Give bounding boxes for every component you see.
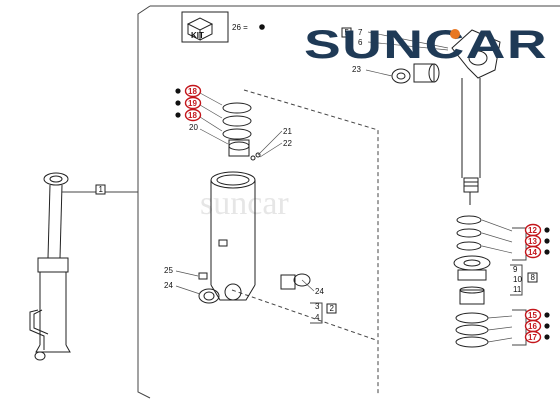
- kit-label-k12: 12: [528, 226, 537, 235]
- kit-circle-k17: [524, 330, 542, 344]
- kit-circle-k19: [184, 96, 202, 110]
- kit-circle-k18a: [184, 84, 202, 98]
- kit-legend-number: 26 =: [232, 23, 248, 32]
- axis-dashed-line-2: [231, 289, 377, 341]
- part-label-20: 20: [189, 123, 198, 132]
- kit-bullet-icon: [259, 24, 265, 30]
- kit-bullet-icon-k12: [544, 227, 550, 233]
- part-label-23: 23: [352, 65, 361, 74]
- barrel-bottom-parts: [198, 272, 311, 304]
- ref-box-label-b5: 5: [345, 28, 350, 37]
- ref-box-label-b1: 1: [99, 185, 104, 194]
- frame-bracket: [137, 5, 151, 399]
- part-label-24b: 24: [315, 287, 324, 296]
- overview-cylinder: [29, 172, 96, 361]
- part-label-11: 11: [513, 285, 522, 294]
- kit-label-k13: 13: [528, 237, 537, 246]
- axis-dashed-line-1: [243, 89, 379, 395]
- piston-rod: [451, 29, 501, 205]
- ref-box-b1: [95, 184, 106, 195]
- piston-seal-stack: [453, 215, 491, 348]
- watermark-text: suncar: [200, 185, 289, 222]
- kit-label-k15: 15: [528, 311, 537, 320]
- kit-bullet-icon-k18b: [175, 112, 181, 118]
- barrel-tube: [210, 171, 256, 301]
- part-label-10: 10: [513, 275, 522, 284]
- kit-bullet-icon-k18a: [175, 88, 181, 94]
- ref-box-label-b8: 8: [531, 273, 536, 282]
- ref-box-b5: [341, 27, 352, 38]
- part-label-9: 9: [513, 265, 518, 274]
- kit-bullet-icon-k14: [544, 249, 550, 255]
- group-brackets: [310, 227, 527, 346]
- part-label-25: 25: [164, 266, 173, 275]
- kit-circle-k18b: [184, 108, 202, 122]
- kit-label-k17: 17: [528, 333, 537, 342]
- kit-label-k16: 16: [528, 322, 537, 331]
- kit-bullet-icon-k19: [175, 100, 181, 106]
- kit-bullet-icon-k15: [544, 312, 550, 318]
- kit-bullet-icon-k17: [544, 334, 550, 340]
- kit-label-k18a: 18: [188, 87, 197, 96]
- part-label-24a: 24: [164, 281, 173, 290]
- part-label-4: 4: [315, 313, 320, 322]
- seal-stack-top: [222, 102, 261, 161]
- kit-legend: KIT 26 =: [181, 11, 265, 43]
- kit-label-k14: 14: [528, 248, 537, 257]
- leader-lines: [175, 31, 513, 343]
- ref-box-b8: [527, 272, 538, 283]
- kit-part-labels: 18 19 18 12 13 14 15 16 17: [175, 84, 550, 344]
- kit-label-k19: 19: [188, 99, 197, 108]
- part-label-7: 7: [358, 28, 363, 37]
- brand-logo-text: SUNCAR: [304, 23, 548, 67]
- ref-box-b2: [326, 303, 337, 314]
- brand-logo: SUNCAR: [304, 23, 548, 67]
- part-label-3: 3: [315, 302, 320, 311]
- kit-bullet-icon-k16: [544, 323, 550, 329]
- kit-box-icon: [186, 17, 214, 41]
- part-label-6: 6: [358, 38, 363, 47]
- kit-label-k18b: 18: [188, 111, 197, 120]
- brand-logo-dot-icon: [450, 29, 460, 39]
- kit-bullet-icon-k13: [544, 238, 550, 244]
- kit-circle-k14: [524, 245, 542, 259]
- part-label-21: 21: [283, 127, 292, 136]
- part-label-22: 22: [283, 139, 292, 148]
- ref-box-label-b2: 2: [330, 304, 335, 313]
- kit-icon-text: KIT: [191, 31, 204, 40]
